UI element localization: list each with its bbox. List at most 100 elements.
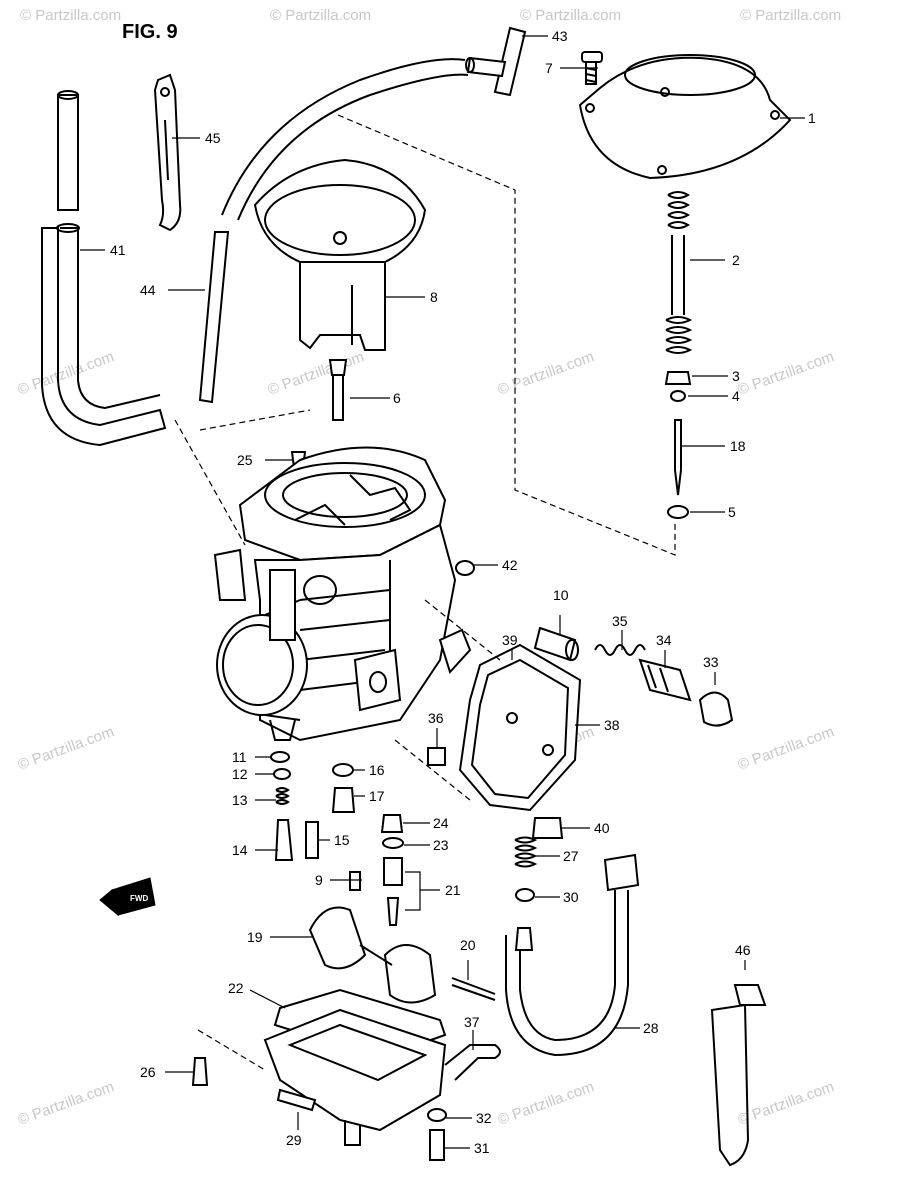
front-direction-arrow: FWD [99,877,156,917]
callout-19: 19 [247,929,263,945]
part-17-jet [331,787,356,813]
part-5-washer [667,505,689,519]
callout-22: 22 [228,980,244,996]
callout-14: 14 [232,842,248,858]
callout-17: 17 [369,788,385,804]
part-34-starter-nut [638,658,692,702]
part-21-needle-valve [383,857,403,926]
callout-8: 8 [430,289,438,305]
part-23-o-ring [382,837,404,849]
callout-31: 31 [474,1140,490,1156]
callout-26: 26 [140,1064,156,1080]
part-40-screw [531,817,564,839]
part-30-washer [515,888,535,902]
callout-32: 32 [476,1110,492,1126]
part-35-spring [594,644,646,656]
part-28-cable [505,853,640,1057]
callout-41: 41 [110,242,126,258]
part-9-screw [349,871,361,891]
part-7-screw [581,51,603,85]
callout-23: 23 [433,837,449,853]
part-44-hose [198,58,469,404]
callout-40: 40 [594,820,610,836]
callout-4: 4 [732,388,740,404]
callout-44: 44 [140,282,156,298]
part-8-diaphragm-slide [253,158,427,351]
part-29-screw [276,1088,317,1112]
callout-35: 35 [612,613,628,629]
watermark: © Partzilla.com [16,348,117,399]
callout-labels: 1 2 3 4 5 6 7 8 9 10 11 12 13 14 15 16 1… [110,28,816,1156]
watermark: © Partzilla.com [520,7,621,24]
callout-18: 18 [730,438,746,454]
part-38-39-cover [458,643,582,812]
callout-15: 15 [334,832,350,848]
callout-25: 25 [237,452,253,468]
watermark: © Partzilla.com [266,348,367,399]
callout-38: 38 [604,717,620,733]
part-18-jet-needle [674,419,682,496]
callout-24: 24 [433,815,449,831]
watermark: © Partzilla.com [16,723,117,774]
callout-12: 12 [232,766,248,782]
watermark: © Partzilla.com [736,1078,837,1129]
callout-2: 2 [732,252,740,268]
callout-42: 42 [502,557,518,573]
callout-33: 33 [703,654,719,670]
callout-5: 5 [728,504,736,520]
part-42-o-ring [455,560,475,576]
callout-10: 10 [553,587,569,603]
part-4-e-clip [670,390,686,402]
callout-27: 27 [563,848,579,864]
callout-45: 45 [205,130,221,146]
callout-9: 9 [315,872,323,888]
callout-13: 13 [232,792,248,808]
callout-36: 36 [428,710,444,726]
callout-20: 20 [460,937,476,953]
part-32-washer [427,1108,447,1122]
callout-7: 7 [545,60,553,76]
callout-46: 46 [735,942,751,958]
part-10-plunger [533,626,579,662]
callout-leaders [80,35,805,1149]
part-6-needle-jet [328,359,348,421]
figure-title: FIG. 9 [122,21,178,43]
callout-28: 28 [643,1020,659,1036]
part-36-block [427,747,446,766]
callout-11: 11 [232,749,247,765]
callout-21: 21 [445,882,461,898]
callout-3: 3 [732,368,740,384]
callout-6: 6 [393,390,401,406]
part-45-clip [153,73,182,232]
carburetor-body [213,446,472,742]
part-24-plug [380,814,404,833]
part-1-top-cap [578,54,792,180]
part-11-15-pilot-jets [270,751,319,861]
assembly-dashed-lines [174,114,676,1071]
callout-34: 34 [656,632,672,648]
callout-37: 37 [464,1014,480,1030]
part-22-gasket-float-bowl [263,988,447,1146]
part-43-t-fitting [465,26,527,97]
part-37-bracket [444,1044,501,1081]
watermark: © Partzilla.com [496,1078,597,1129]
front-arrow-label: FWD [130,894,148,903]
part-2-spring [665,191,693,354]
watermark: © Partzilla.com [736,348,837,399]
part-41-hose [41,90,167,447]
watermark: © Partzilla.com [736,723,837,774]
callout-1: 1 [808,110,816,126]
part-16-washer [332,763,354,777]
part-26-screw [191,1057,209,1086]
callout-39: 39 [502,632,518,648]
part-20-float-pin [451,977,496,1001]
watermark: © Partzilla.com [740,7,841,24]
callout-43: 43 [552,28,568,44]
callout-29: 29 [286,1132,302,1148]
watermark: © Partzilla.com [16,1078,117,1129]
watermark: © Partzilla.com [20,7,121,24]
part-33-cap [698,691,734,727]
callout-30: 30 [563,889,579,905]
